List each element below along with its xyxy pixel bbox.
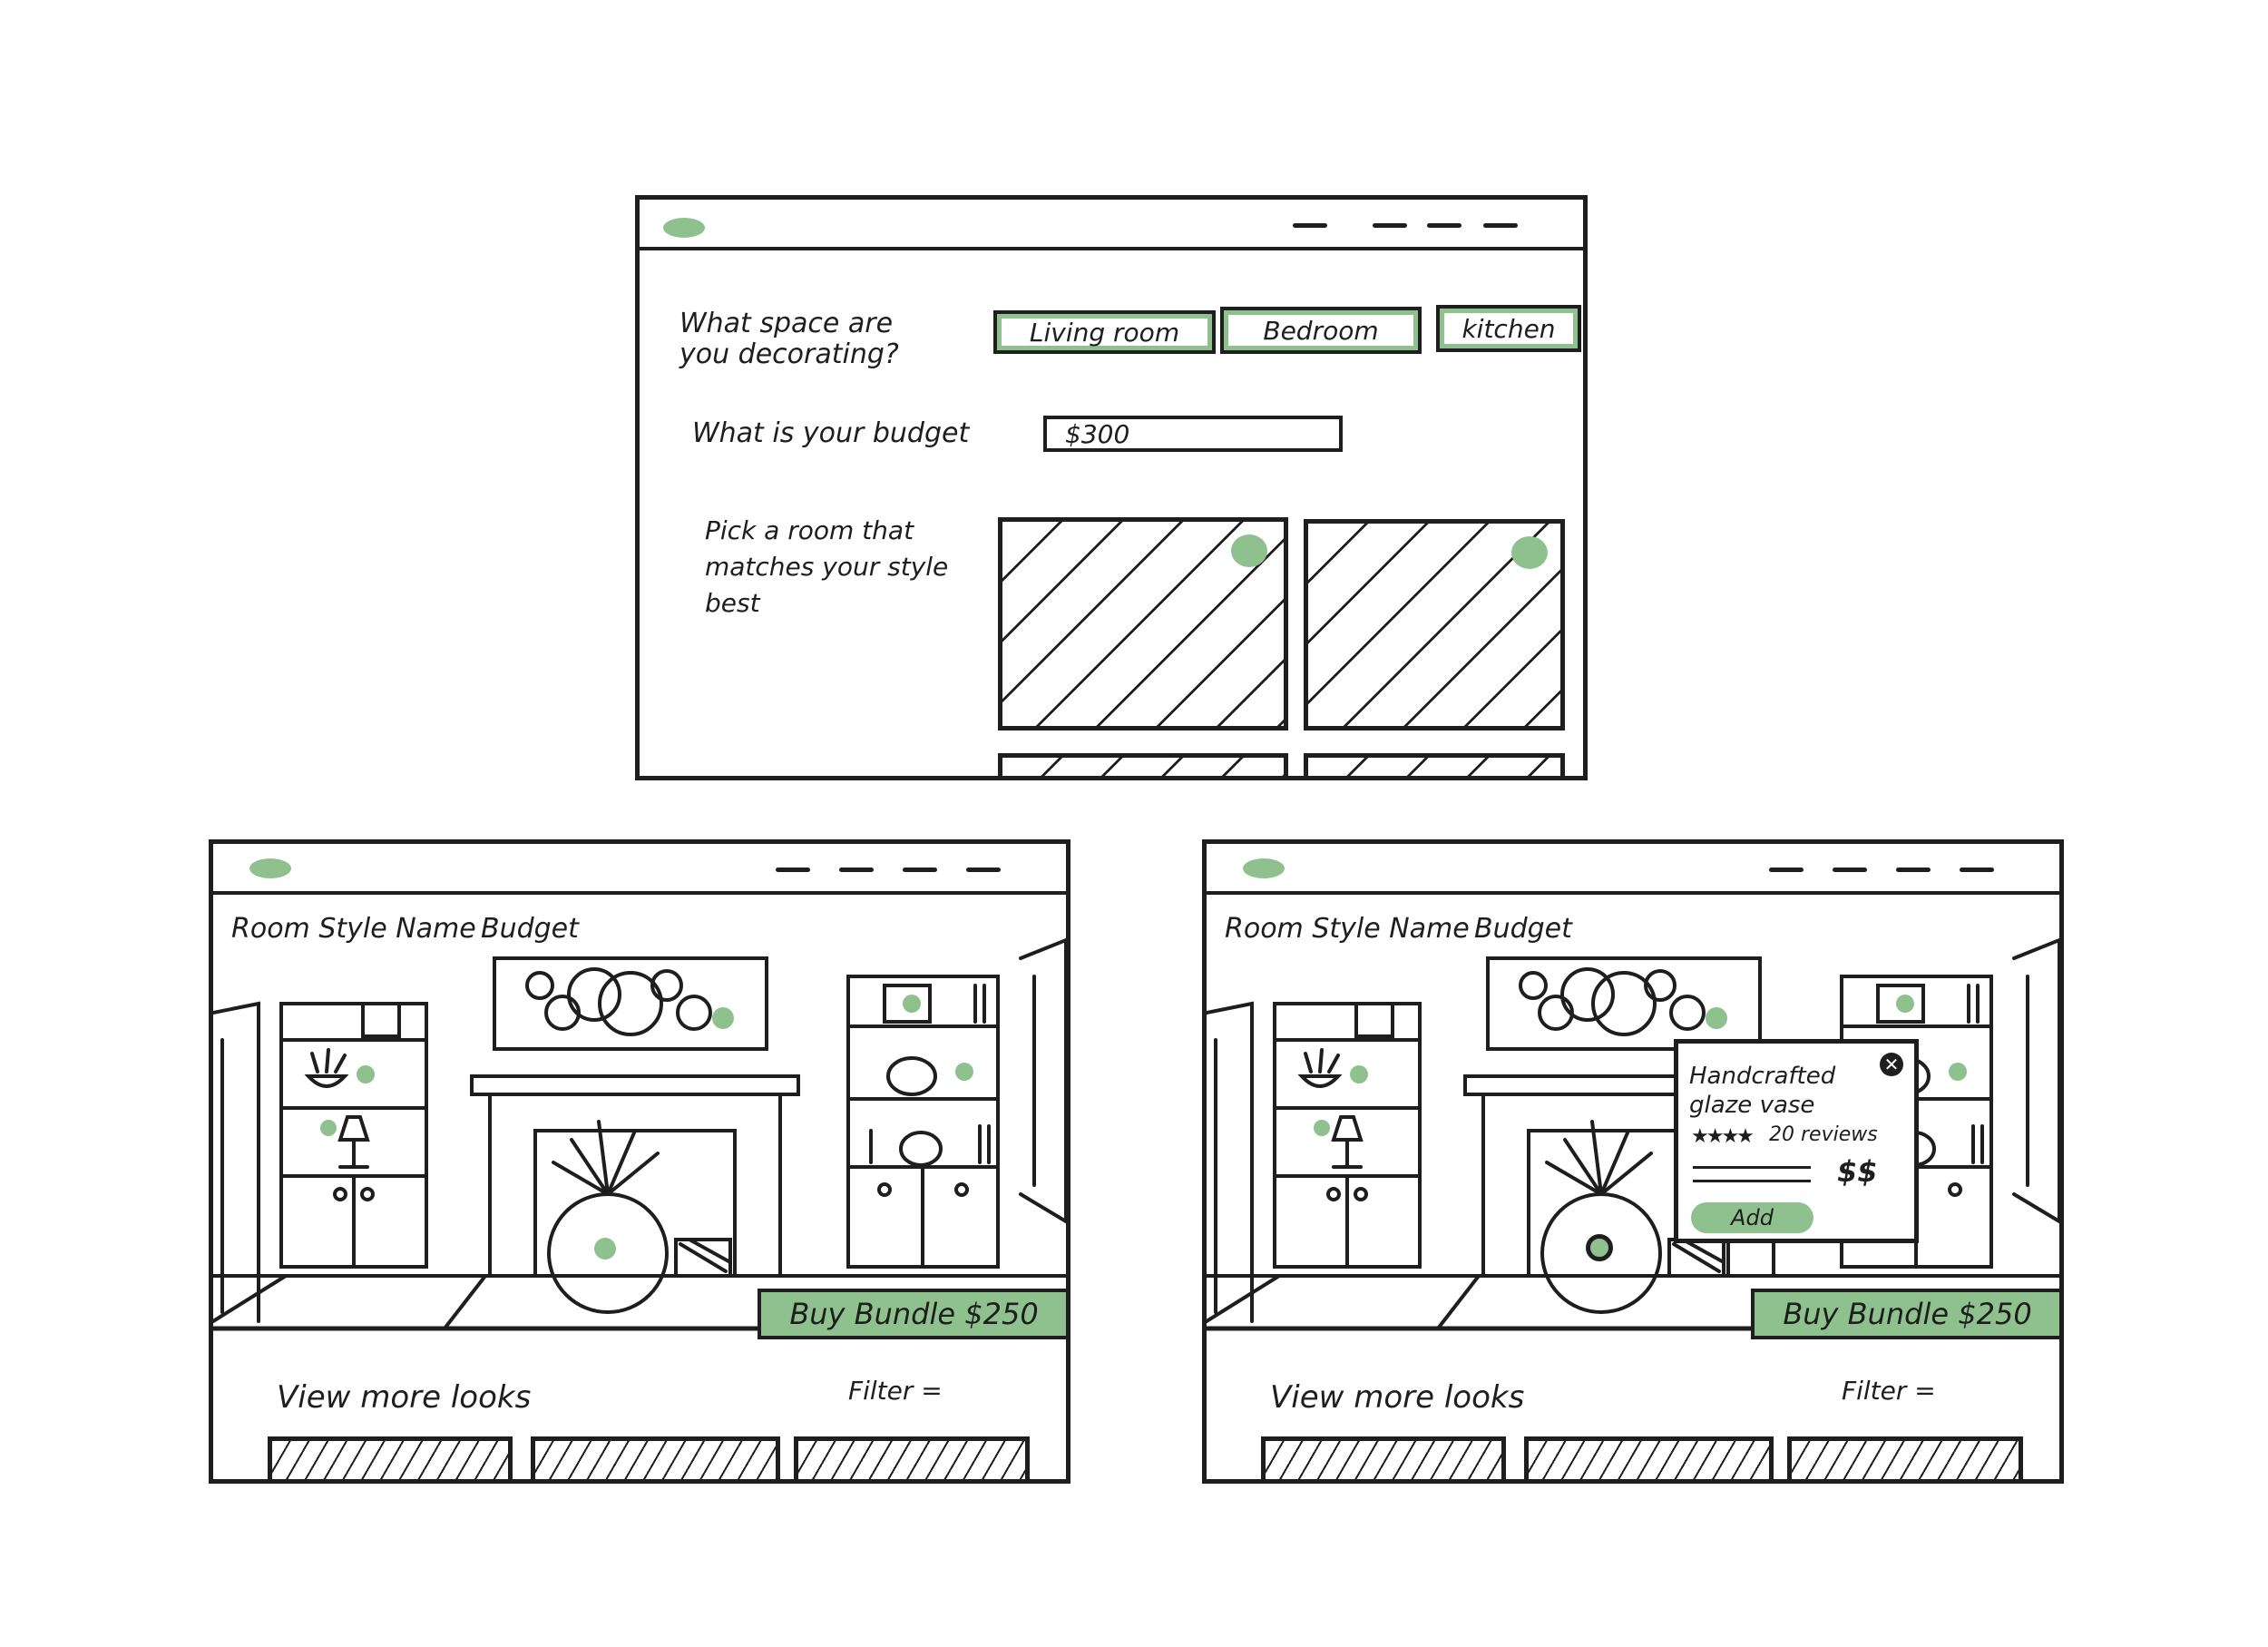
budget-input-value: $300 bbox=[1065, 418, 1130, 449]
hotspot-plant[interactable] bbox=[1350, 1065, 1368, 1083]
budget-question: What is your budget bbox=[692, 417, 970, 449]
nav-item-1[interactable] bbox=[1293, 223, 1327, 228]
quiz-window: What space are you decorating? Living ro… bbox=[635, 195, 1588, 780]
buy-bundle-button[interactable]: Buy Bundle $250 bbox=[758, 1289, 1066, 1339]
option-living-room[interactable]: Living room bbox=[993, 310, 1216, 354]
filter-button[interactable]: Filter = bbox=[848, 1376, 943, 1406]
nav-item-3[interactable] bbox=[1427, 223, 1461, 228]
nav-item-4[interactable] bbox=[1960, 868, 1994, 872]
option-kitchen[interactable]: kitchen bbox=[1436, 305, 1581, 352]
style-question: Pick a room that matches your style best bbox=[705, 515, 949, 618]
product-title: Handcrafted glaze vase bbox=[1689, 1063, 1836, 1119]
nav-item-2[interactable] bbox=[1833, 868, 1867, 872]
hotspot-shelf-frame[interactable] bbox=[1896, 995, 1914, 1013]
style-option-2[interactable] bbox=[1304, 519, 1565, 730]
hotspot-jar[interactable] bbox=[955, 1063, 973, 1081]
result-window-left: Room Style Name Budget Buy Bundle $250 V… bbox=[209, 839, 1070, 1484]
logo-icon[interactable] bbox=[1243, 858, 1285, 878]
nav-item-3[interactable] bbox=[903, 868, 937, 872]
select-dot-icon[interactable] bbox=[1511, 536, 1548, 569]
hotspot-jar[interactable] bbox=[1949, 1063, 1967, 1081]
hotspot-shelf-frame[interactable] bbox=[903, 995, 921, 1013]
room-scene bbox=[213, 895, 1066, 1332]
nav-item-1[interactable] bbox=[1769, 868, 1804, 872]
style-option-4[interactable] bbox=[1304, 753, 1565, 776]
hotspot-plant[interactable] bbox=[357, 1065, 375, 1083]
look-thumbnail-2[interactable] bbox=[1524, 1436, 1774, 1479]
window-topbar bbox=[640, 200, 1583, 250]
nav-item-4[interactable] bbox=[966, 868, 1001, 872]
product-price: $$ bbox=[1837, 1154, 1878, 1189]
view-more-looks[interactable]: View more looks bbox=[277, 1379, 532, 1416]
hotspot-lamp[interactable] bbox=[1314, 1120, 1330, 1136]
room-style-name: Room Style Name bbox=[231, 913, 476, 945]
room-style-name: Room Style Name bbox=[1225, 913, 1470, 945]
result-window-right: Room Style Name Budget ✕ Handcrafted gla… bbox=[1202, 839, 2064, 1484]
look-thumbnail-1[interactable] bbox=[1261, 1436, 1506, 1479]
description-line-1 bbox=[1693, 1166, 1811, 1169]
nav-item-2[interactable] bbox=[1373, 223, 1407, 228]
budget-label: Budget bbox=[481, 913, 579, 945]
look-thumbnail-3[interactable] bbox=[1787, 1436, 2023, 1479]
budget-input[interactable]: $300 bbox=[1043, 416, 1343, 452]
hotspot-lamp[interactable] bbox=[320, 1120, 337, 1136]
room-scene bbox=[1207, 895, 2059, 1332]
style-option-3[interactable] bbox=[998, 753, 1288, 776]
select-dot-icon[interactable] bbox=[1231, 534, 1267, 567]
add-to-bundle-button[interactable]: Add bbox=[1691, 1202, 1813, 1233]
hotspot-artwork[interactable] bbox=[1706, 1007, 1727, 1029]
nav-item-4[interactable] bbox=[1483, 223, 1518, 228]
logo-icon[interactable] bbox=[249, 858, 291, 878]
style-option-1[interactable] bbox=[998, 517, 1288, 730]
description-line-2 bbox=[1693, 1180, 1811, 1182]
budget-label: Budget bbox=[1474, 913, 1572, 945]
filter-button[interactable]: Filter = bbox=[1842, 1376, 1936, 1406]
room-illustration bbox=[1207, 895, 2059, 1332]
room-illustration bbox=[213, 895, 1066, 1332]
window-topbar bbox=[213, 844, 1066, 895]
logo-icon[interactable] bbox=[663, 218, 705, 238]
hotspot-vase-selected[interactable] bbox=[1586, 1234, 1613, 1261]
hotspot-vase[interactable] bbox=[594, 1238, 616, 1260]
space-question: What space are you decorating? bbox=[679, 308, 899, 370]
look-thumbnail-1[interactable] bbox=[268, 1436, 513, 1479]
review-count: 20 reviews bbox=[1769, 1123, 1878, 1146]
window-topbar bbox=[1207, 844, 2059, 895]
hotspot-artwork[interactable] bbox=[712, 1007, 734, 1029]
look-thumbnail-3[interactable] bbox=[794, 1436, 1030, 1479]
rating-stars: ★★★★ bbox=[1691, 1125, 1755, 1148]
option-bedroom[interactable]: Bedroom bbox=[1220, 307, 1422, 354]
view-more-looks[interactable]: View more looks bbox=[1270, 1379, 1525, 1416]
nav-item-3[interactable] bbox=[1896, 868, 1931, 872]
nav-item-1[interactable] bbox=[776, 868, 810, 872]
look-thumbnail-2[interactable] bbox=[531, 1436, 780, 1479]
nav-item-2[interactable] bbox=[839, 868, 874, 872]
buy-bundle-button[interactable]: Buy Bundle $250 bbox=[1751, 1289, 2059, 1339]
product-popup: ✕ Handcrafted glaze vase ★★★★ 20 reviews… bbox=[1674, 1039, 1919, 1243]
close-x-icon[interactable]: ✕ bbox=[1880, 1053, 1903, 1076]
